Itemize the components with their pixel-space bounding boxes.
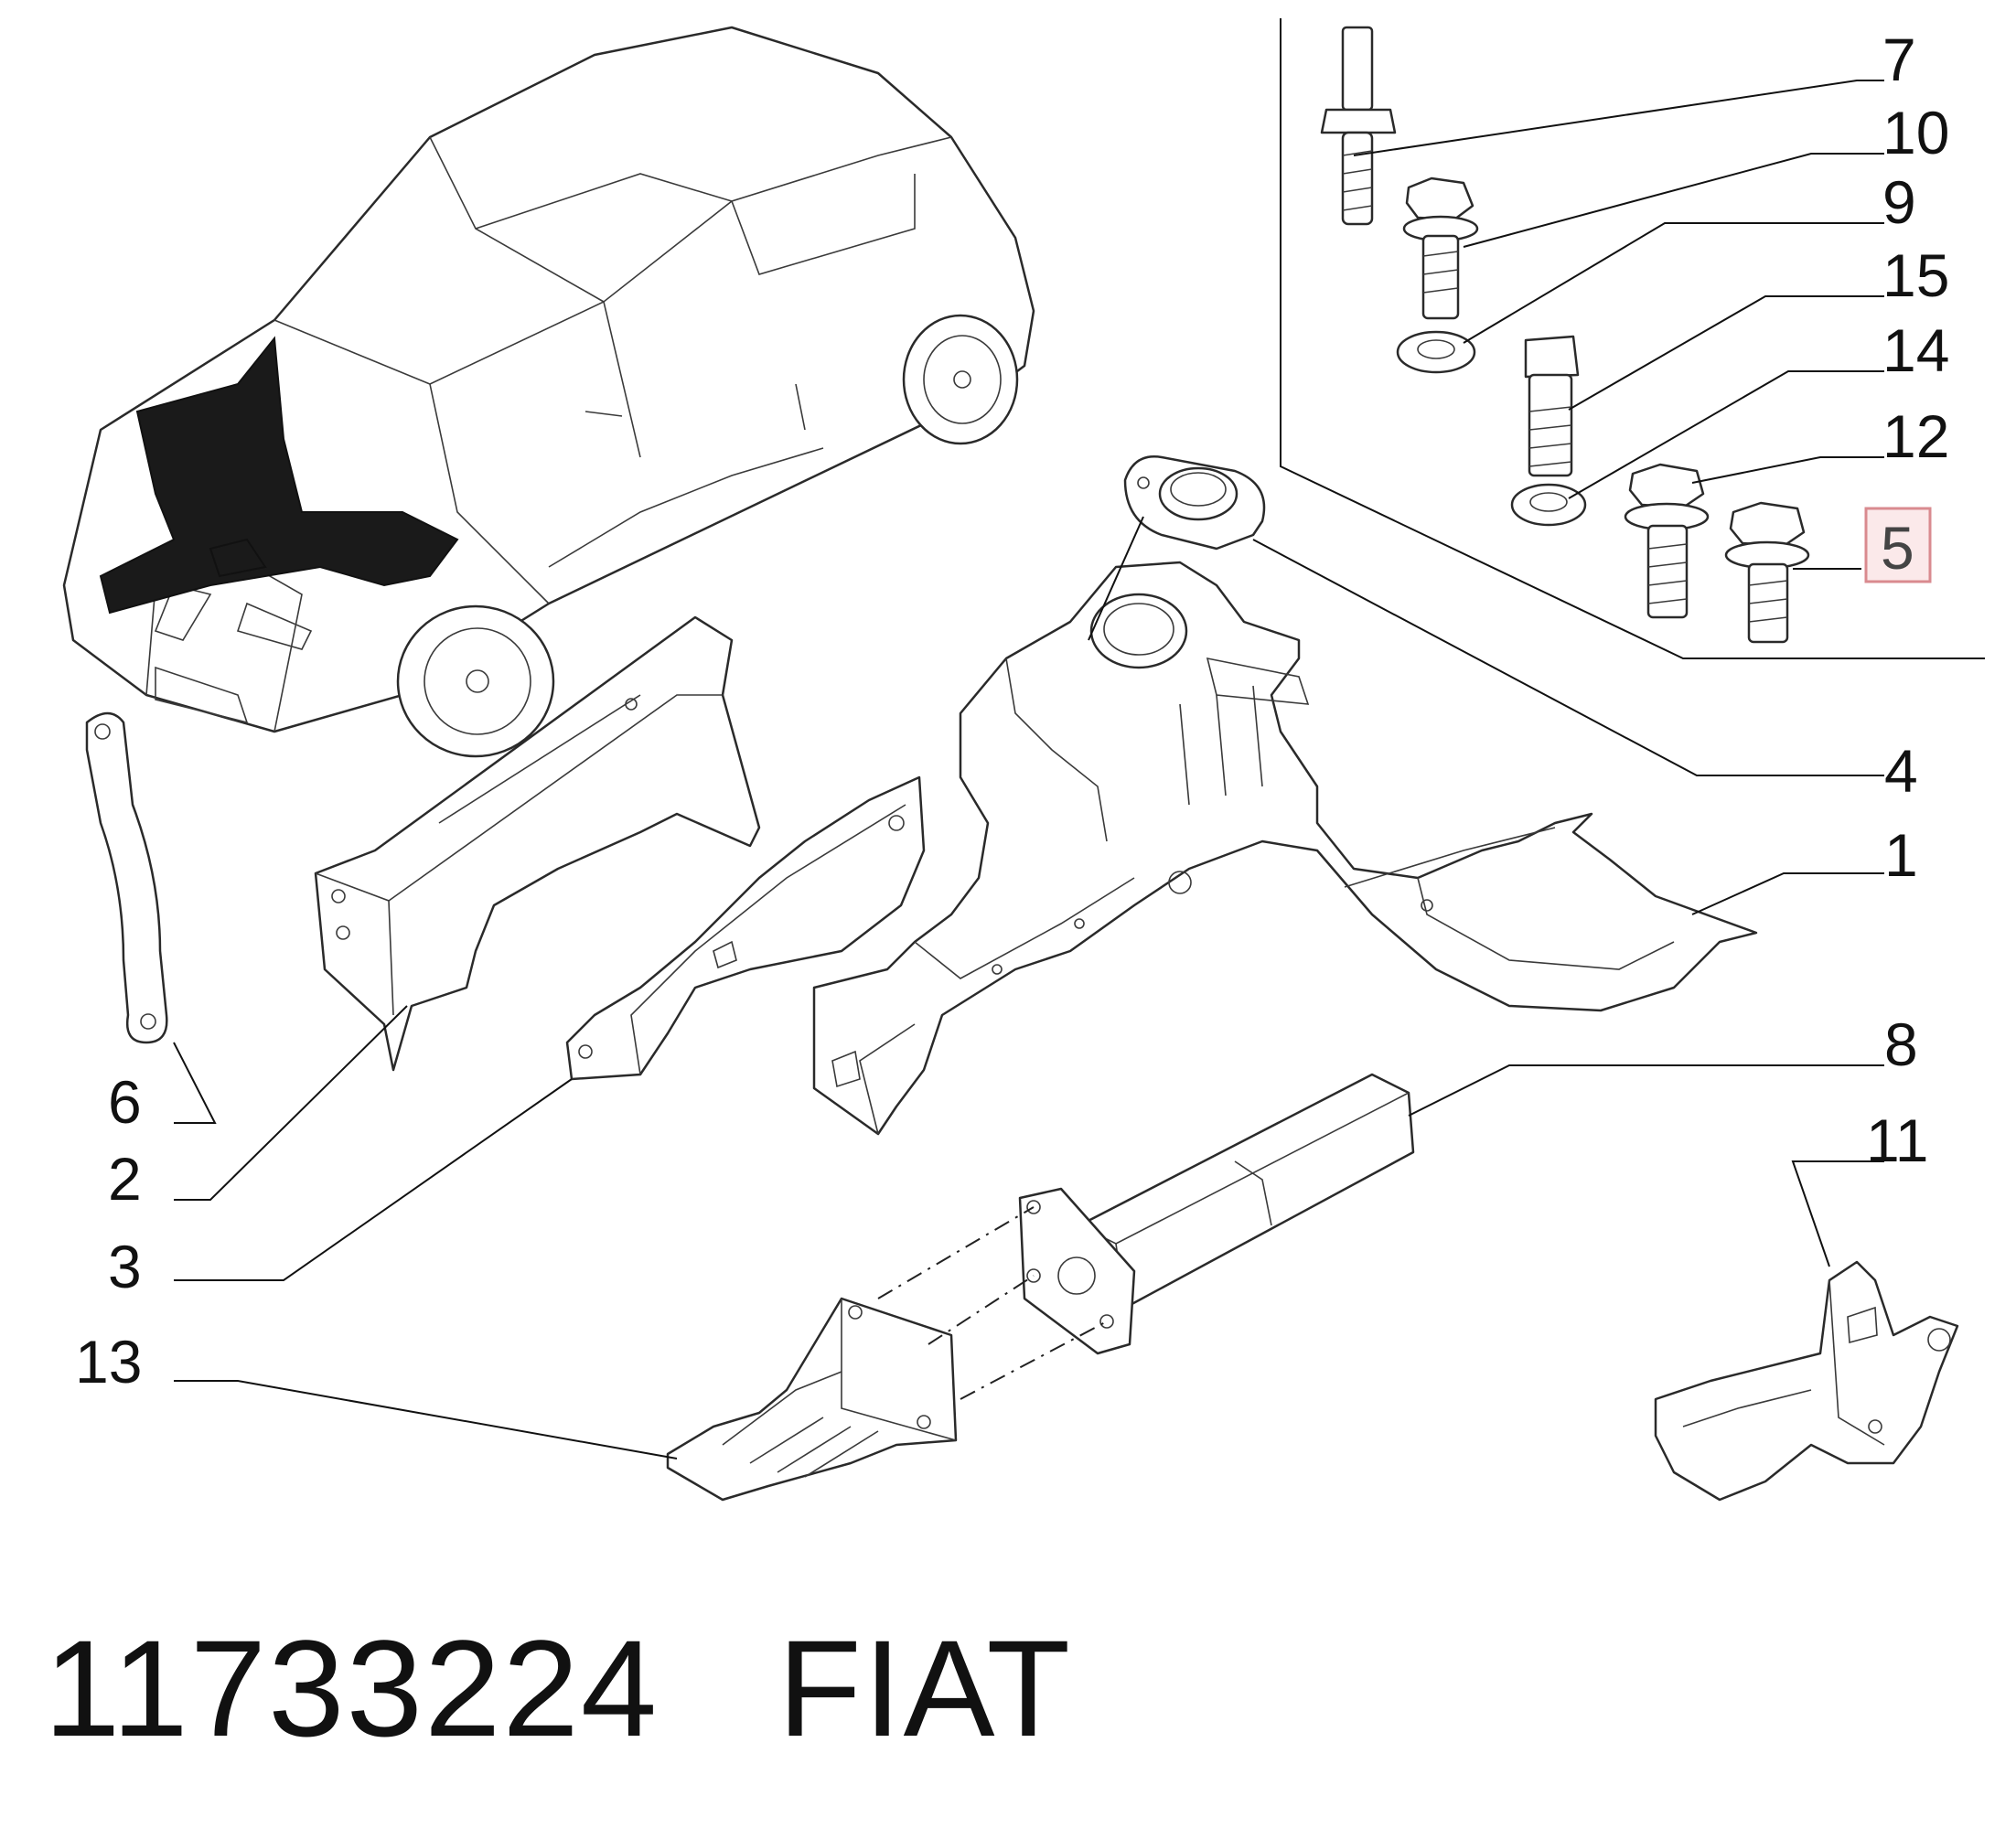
callout-15: 15: [1882, 241, 1949, 309]
callout-8: 8: [1884, 1010, 1918, 1078]
part-6-bracket: [85, 711, 168, 1044]
callout-11: 11: [1866, 1107, 1929, 1174]
brand-name: FIAT: [777, 1611, 1073, 1765]
part-11-bracket: [1654, 1260, 1959, 1502]
part-4-cup: [1123, 455, 1266, 551]
part-7-stud: [1320, 26, 1397, 226]
part-2-rail: [314, 615, 761, 1072]
callout-12: 12: [1882, 402, 1949, 470]
callout-5: 5: [1881, 514, 1914, 582]
leader-lines: [173, 18, 1985, 1459]
callout-labels: 7 10 9 15 14 12 5 4 1 8 11 6 2 3 13: [75, 26, 1949, 1395]
part-5-bolt: [1724, 501, 1810, 644]
part-13-crash-box: [666, 1206, 1108, 1502]
part-10-bolt: [1402, 176, 1479, 320]
part-number: 11733224: [44, 1611, 659, 1765]
part-1-frame: [812, 561, 1758, 1136]
callout-6: 6: [108, 1068, 142, 1136]
callout-2: 2: [108, 1145, 142, 1213]
callout-14: 14: [1882, 316, 1949, 384]
callout-10: 10: [1882, 99, 1949, 166]
part-3-plate: [565, 775, 926, 1081]
callout-9: 9: [1882, 168, 1916, 236]
part-15-bolt: [1524, 335, 1580, 477]
fasteners-group: [1320, 26, 1810, 644]
part-12-bolt: [1624, 463, 1710, 619]
footer-caption: 11733224 FIAT: [44, 1609, 1191, 1768]
car-illustration: [62, 26, 1035, 758]
part-8-beam: [1018, 1073, 1415, 1355]
part-9-washer: [1396, 330, 1476, 374]
callout-7: 7: [1882, 26, 1916, 93]
callout-5-highlight-box: [1864, 507, 1932, 583]
callout-3: 3: [108, 1233, 142, 1300]
callout-13: 13: [75, 1328, 142, 1395]
callout-4: 4: [1884, 737, 1918, 805]
callout-1: 1: [1884, 821, 1918, 889]
part-14-washer: [1510, 483, 1587, 527]
